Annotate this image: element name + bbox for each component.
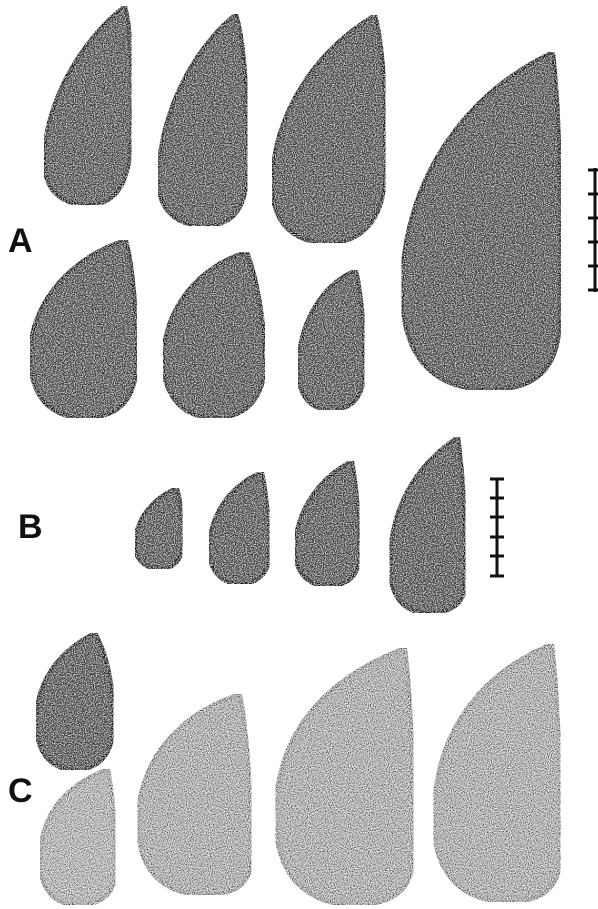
scale-bar xyxy=(490,478,504,577)
leaf-shape xyxy=(434,644,560,902)
panel-c: C xyxy=(8,633,560,905)
leaf-shape xyxy=(135,488,182,569)
leaf-shape xyxy=(272,15,385,243)
leaf-shape xyxy=(209,472,269,584)
leaf-shape xyxy=(44,6,131,205)
panel-a: A xyxy=(8,6,598,418)
leaf-shape xyxy=(36,633,113,770)
leaf-shape xyxy=(402,52,561,390)
leaf-shape xyxy=(138,694,251,895)
leaf-shape xyxy=(30,240,137,418)
leaf-shape xyxy=(390,437,465,613)
panel-label-b: B xyxy=(18,508,43,546)
panel-label-c: C xyxy=(8,772,33,810)
panel-label-a: A xyxy=(8,222,33,260)
leaf-shape xyxy=(295,461,359,586)
leaf-shape xyxy=(298,270,364,410)
leaf-shape xyxy=(158,14,247,226)
panel-b: B xyxy=(18,437,504,613)
scale-bar xyxy=(588,168,598,292)
leaf-shape xyxy=(276,648,414,905)
leaf-shape xyxy=(40,769,115,905)
leaf-shape xyxy=(163,252,265,418)
